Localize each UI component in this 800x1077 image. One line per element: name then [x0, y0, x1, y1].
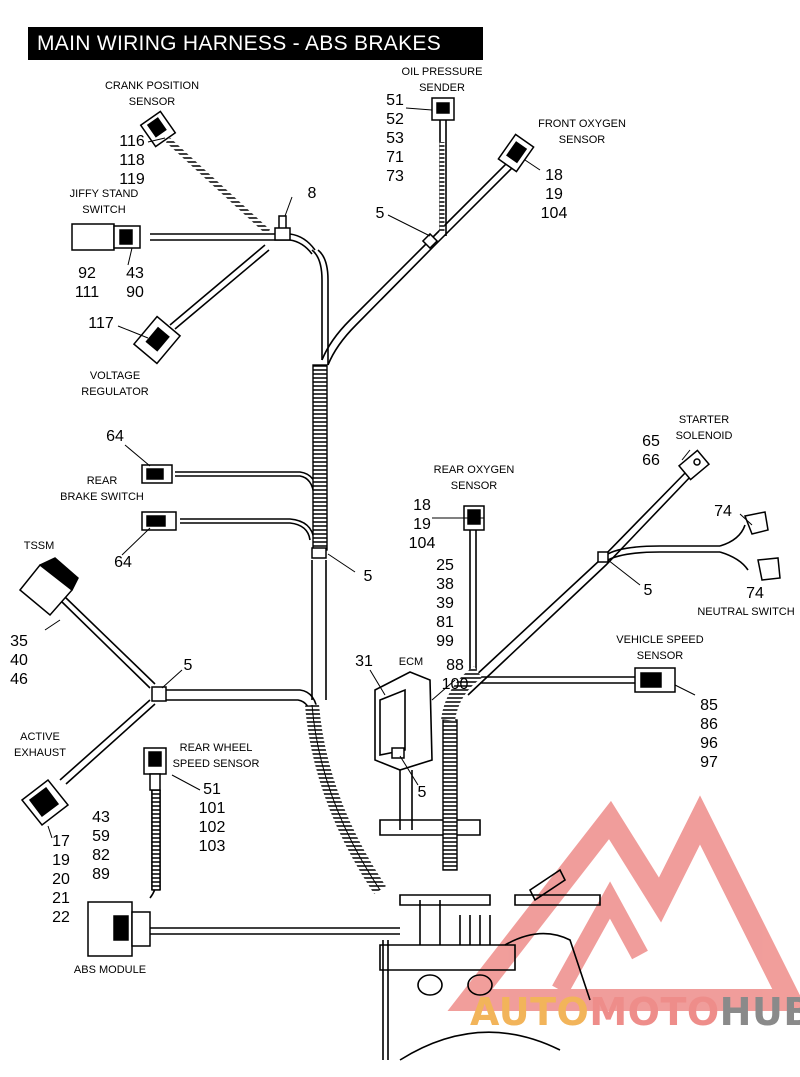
rear-brake-connector-top [141, 464, 173, 484]
tssm-module [18, 557, 79, 617]
neutral-switch-ref-bottom: 74 [746, 585, 764, 602]
clip-5-left [151, 686, 167, 702]
ecm-clip-ref: 5 [417, 784, 427, 801]
clip-5-front [421, 232, 439, 250]
rear-wheel-speed-connector [143, 747, 167, 791]
jiffy-stand-connector [71, 223, 141, 251]
watermark-text: AUTOMOTOHUB [470, 990, 800, 1034]
clip-5-right [597, 551, 609, 563]
clip-front-ref: 5 [375, 205, 385, 222]
oil-pressure-sender-connector [431, 97, 455, 121]
front-oxygen-connector [497, 133, 535, 173]
clip-5-ecm [391, 747, 405, 759]
watermark-logo [447, 795, 800, 1011]
crank-position-connector [139, 110, 177, 148]
rear-brake-ref-bottom: 64 [114, 554, 132, 571]
clip-right-ref: 5 [643, 582, 653, 599]
vehicle-speed-connector [634, 667, 676, 693]
clip-left-ref: 5 [183, 657, 193, 674]
abs-module-body [87, 901, 151, 957]
ecm-ref-left: 31 [355, 653, 373, 670]
voltage-regulator-connector [132, 315, 182, 365]
rear-brake-ref-top: 64 [106, 428, 124, 445]
tssm-label: TSSM [23, 540, 55, 552]
abs-module-label: ABS MODULE [73, 964, 147, 976]
clip-8 [274, 215, 291, 241]
clip-5-mid [311, 547, 327, 559]
neutral-switch-label: NEUTRAL SWITCH [697, 606, 795, 618]
voltage-regulator-refs: 117 [88, 315, 114, 332]
active-exhaust-connector [20, 778, 70, 827]
clip-mid-ref: 5 [363, 568, 373, 585]
neutral-switch-terminal-top [743, 511, 769, 535]
starter-solenoid-connector [677, 449, 711, 481]
rear-brake-connector-bottom [141, 511, 177, 531]
diagram-title: MAIN WIRING HARNESS - ABS BRAKES [28, 27, 483, 60]
rear-oxygen-connector [463, 505, 485, 531]
neutral-switch-terminal-bottom [757, 557, 781, 581]
neutral-switch-ref-top: 74 [714, 503, 732, 520]
clip-top-ref: 8 [307, 185, 317, 202]
ecm-label: ECM [398, 656, 424, 668]
